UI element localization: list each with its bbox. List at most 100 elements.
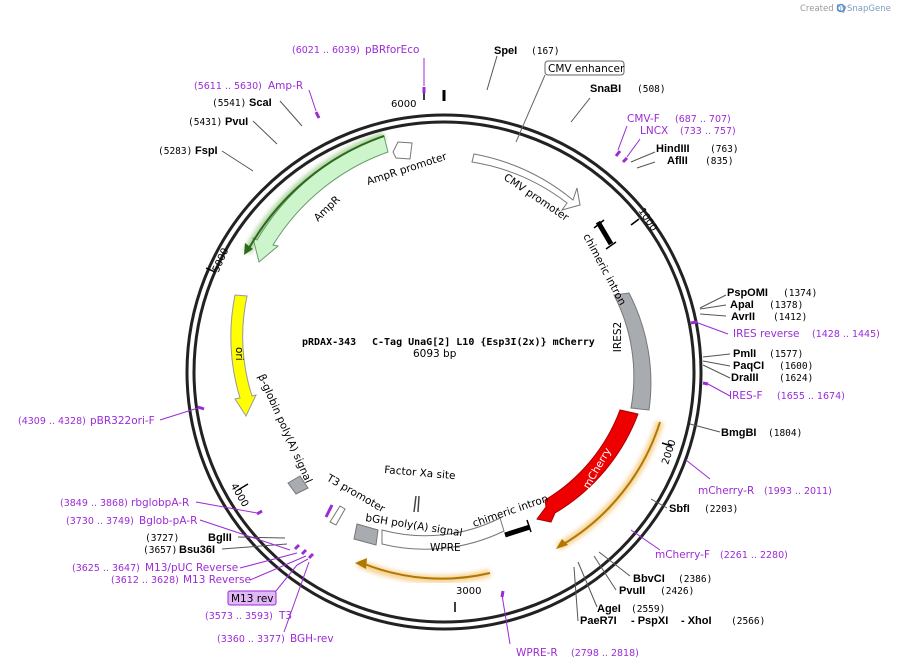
site-bglii-pos-display: (3727): [145, 533, 179, 544]
primer-m13puc-name: M13/pUC Reverse: [145, 562, 238, 574]
site-bsu36i-pos: (3657): [143, 545, 177, 556]
chimeric-intron-2-bar: [504, 524, 531, 538]
primer-iresf-name: IRES-F: [729, 390, 763, 402]
primer-m13rev-pos: (3612 .. 3628): [111, 575, 179, 586]
backbone-outer: [185, 113, 703, 631]
factor-xa-label: Factor Xa site: [384, 464, 456, 482]
primer-mcherryf-name: mCherry-F: [655, 549, 710, 561]
backbone-inner: [192, 120, 696, 624]
ires2-label: IRES2: [612, 322, 624, 352]
site-fspi-pos: (5283): [158, 146, 192, 157]
primer-cmvf-name: CMV-F: [627, 113, 660, 125]
m13rev-box: [227, 590, 277, 606]
primer-mcherryf-pos: (2261 .. 2280): [720, 550, 788, 561]
snapgene-logo: SnapGene: [836, 3, 891, 14]
site-aflii-pos: (835): [705, 156, 734, 167]
site-pvui-pos: (5431): [188, 117, 222, 128]
primer-bghrev-pos: (3360 .. 3377): [217, 634, 285, 645]
primer-iresrev-name: IRES reverse: [733, 328, 800, 340]
chimeric-intron-1-label: chimeric intron: [580, 232, 628, 308]
primer-iresf-pos: (1655 .. 1674): [777, 391, 845, 402]
site-xhoi-name: - XhoI: [681, 615, 712, 627]
primer-rbglobpar-pos: (3849 .. 3868): [60, 498, 128, 509]
site-pmli-name: PmlI: [733, 348, 756, 360]
snapgene-brand: SnapGene: [847, 4, 891, 14]
site-bbvci-pos: (2386): [678, 574, 712, 585]
wpre-label: WPRE: [430, 542, 461, 554]
cmv-enhancer-label: CMV enhancer: [548, 63, 625, 75]
site-spei-pos: (167): [531, 46, 560, 57]
mcherry-feature: [536, 409, 639, 523]
site-bbvci-name: BbvCI: [633, 573, 665, 585]
primer-pbrforeco-name: pBRforEco: [365, 44, 419, 56]
insert-name: C-Tag UnaG[2] L10 {Esp3I(2x)} mCherry: [372, 337, 595, 348]
site-avrii-name: AvrII: [731, 311, 755, 323]
ori-feature: [230, 294, 257, 418]
primer-bglobpar-name: Bglob-pA-R: [139, 515, 197, 527]
factor-xa-mark: [413, 495, 417, 513]
primer-wprer-name: WPRE-R: [516, 647, 558, 659]
svg-text:1000: 1000: [636, 206, 659, 233]
site-sbfi-name: SbfI: [669, 503, 690, 515]
ori-label: ori: [233, 347, 245, 361]
site-pvuii-name: PvuII: [619, 585, 645, 597]
cmv-enhancer-label-box: [544, 60, 625, 76]
site-pspomi-pos: (1374): [783, 288, 817, 299]
site-hindiii-name: HindIII: [656, 143, 690, 155]
tick-3000: 3000: [454, 586, 481, 612]
site-agei-name: AgeI: [597, 603, 621, 615]
t3-promoter-label: T3 promoter: [324, 472, 388, 516]
site-pspomi-name: PspOMI: [727, 287, 768, 299]
site-spei-name: SpeI: [494, 45, 517, 57]
primer-ampr-name: Amp-R: [268, 80, 303, 92]
site-scai-name: ScaI: [249, 97, 272, 109]
site-fspi-name: FspI: [195, 145, 218, 157]
site-sbfi-pos: (2203): [704, 504, 738, 515]
primer-pbr322orif-name: pBR322ori-F: [90, 415, 155, 427]
chimeric-intron-2-label: chimeric intron: [471, 493, 550, 530]
wpre-r-primer-arrow: [361, 562, 491, 580]
primer-pbr322orif-pos: (4309 .. 4328): [18, 416, 86, 427]
site-bmgbi-name: BmgBI: [721, 427, 756, 439]
site-pmli-pos: (1577): [769, 349, 803, 360]
site-snabi-pos: (508): [637, 84, 666, 95]
primer-m13puc-pos: (3625 .. 3647): [72, 563, 140, 574]
site-apai-pos: (1378): [769, 300, 803, 311]
site-pspxi-name: - PspXI: [631, 615, 668, 627]
cmv-enhancer-arrow: [471, 153, 581, 211]
credit-text: Created by: [800, 4, 847, 14]
bglobin-feature: [287, 475, 309, 495]
primer-m13rev-name: M13 Reverse: [183, 574, 251, 586]
primer-bglobpar-pos: (3730 .. 3749): [66, 516, 134, 527]
primer-mcherryr-pos: (1993 .. 2011): [764, 486, 832, 497]
primer-t3-name: T3: [278, 610, 292, 622]
ampr-label: AmpR: [312, 194, 343, 224]
primer-lncx-pos: (733 .. 757): [680, 126, 736, 137]
site-paqci-pos: (1600): [779, 361, 813, 372]
ampr-promoter-feature: [392, 141, 413, 160]
site-draiii-pos: (1624): [779, 373, 813, 384]
plasmid-name: pRDAX-343: [302, 337, 356, 348]
site-paer7i-pos: (2566): [731, 616, 765, 627]
site-bsu36i-name: Bsu36I: [179, 544, 215, 556]
primer-rbglobpar-name: rbglobpA-R: [131, 497, 189, 509]
primer-lncx-name: LNCX: [640, 125, 668, 137]
site-pvuii-pos: (2426): [660, 586, 694, 597]
site-bmgbi-pos: (1804): [768, 428, 802, 439]
bglobin-label: β-globin poly(A) signal: [255, 372, 314, 485]
plasmid-size: 6093 bp: [413, 348, 457, 360]
site-avrii-pos: (1412): [773, 312, 807, 323]
tick-6000: 6000: [391, 90, 425, 110]
ires2-feature: [613, 292, 652, 411]
m13rev-box-label: M13 rev: [231, 593, 274, 605]
svg-text:3000: 3000: [456, 586, 481, 597]
site-agei-pos: (2559): [631, 604, 665, 615]
mcherry-r-primer-arrow: [561, 421, 661, 546]
primer-wprer-pos: (2798 .. 2818): [571, 648, 639, 659]
site-draiii-name: DraIII: [731, 372, 759, 384]
site-aflii-name: AflII: [667, 155, 688, 167]
t3-promoter-feature: [329, 505, 346, 526]
site-paqci-name: PaqCI: [733, 360, 764, 372]
site-scai-pos: (5541): [212, 98, 246, 109]
